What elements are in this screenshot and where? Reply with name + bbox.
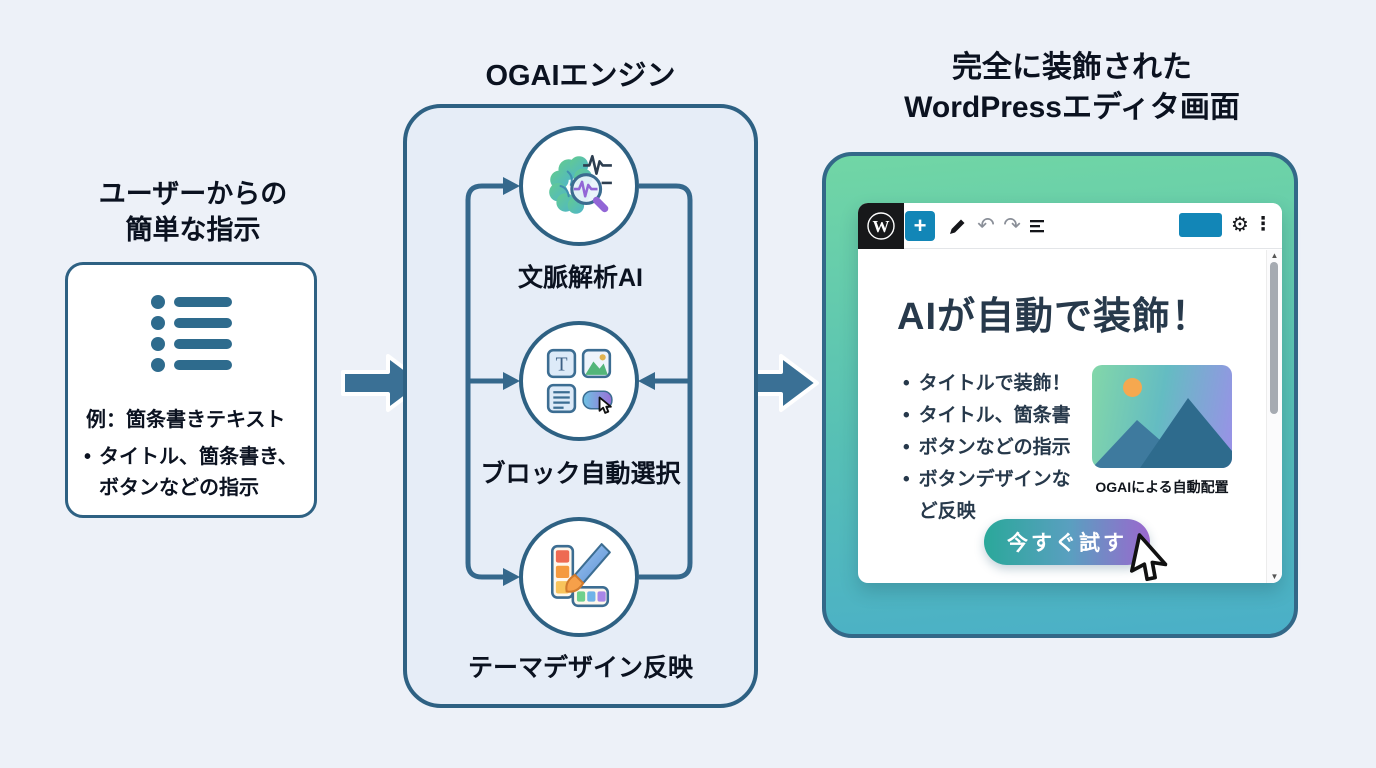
instruction-bullet-text: タイトル、箇条書き、ボタンなどの指示 [99, 446, 298, 499]
step-label-block-selection: ブロック自動選択 [480, 460, 681, 488]
step-circle-context-analysis [519, 126, 639, 246]
editor-bullet-list: • タイトルで装飾！ • タイトル、箇条書 • ボタンなどの指示 • ボタンデザ… [903, 368, 1079, 528]
document-overview-button[interactable] [1026, 215, 1050, 237]
bullet-dot: • [903, 469, 910, 490]
editor-bullet-item: • タイトルで装飾！ [903, 368, 1079, 400]
step-circle-block-selection: T [519, 321, 639, 441]
step-label-theme-design: テーマデザイン反映 [467, 654, 693, 682]
user-input-title-line1: ユーザーからの [98, 179, 288, 209]
bulleted-list-icon [151, 295, 232, 372]
scroll-up-button[interactable]: ▲ [1268, 250, 1281, 260]
options-menu-button[interactable]: ⋮ [1253, 210, 1273, 238]
gear-icon: ⚙ [1231, 213, 1249, 236]
wordpress-logo: W [858, 203, 904, 249]
result-title-line2: WordPressエディタ画面 [904, 91, 1240, 124]
undo-button[interactable]: ↶ [973, 211, 999, 239]
settings-button[interactable]: ⚙ [1228, 210, 1252, 238]
cta-button[interactable]: 今すぐ試す [984, 519, 1150, 565]
mountains-icon [1092, 398, 1232, 468]
bullet-dot: • [903, 405, 910, 426]
svg-text:W: W [873, 217, 890, 236]
plus-icon: + [913, 213, 927, 238]
image-caption: OGAIによる自動配置 [1095, 479, 1229, 495]
scrollbar-thumb[interactable] [1270, 262, 1278, 414]
editor-bullet-item: • タイトル、箇条書 [903, 400, 1079, 432]
document-overview-icon [1030, 220, 1044, 233]
bullet-dot: • [84, 446, 92, 468]
result-title-line1: 完全に装飾された [952, 51, 1192, 84]
sun-icon [1123, 378, 1142, 397]
svg-text:T: T [556, 355, 568, 376]
editor-heading: AIが自動で装飾！ [897, 296, 1211, 338]
brain-analysis-icon [549, 154, 612, 214]
result-title: 完全に装飾された WordPressエディタ画面 [812, 48, 1332, 128]
step-label-context-analysis: 文脈解析AI [517, 264, 643, 292]
editor-bullet-item: • ボタンなどの指示 [903, 432, 1079, 464]
engine-title: OGAIエンジン [485, 60, 676, 92]
wordpress-logo-icon: W [867, 212, 895, 240]
theme-palette-icon [550, 543, 611, 608]
bullet-dot: • [903, 373, 910, 394]
user-input-title: ユーザーからの 簡単な指示 [38, 176, 348, 248]
publish-button[interactable] [1179, 213, 1222, 237]
cursor-icon [1130, 533, 1168, 582]
user-input-title-line2: 簡単な指示 [125, 215, 261, 245]
kebab-icon: ⋮ [1253, 213, 1273, 235]
example-label: 例：箇条書きテキスト [86, 409, 286, 431]
decorated-image-block [1092, 365, 1232, 468]
engine-connector-lines [465, 177, 693, 586]
edit-button[interactable] [945, 214, 969, 238]
pencil-icon [949, 219, 964, 234]
scroll-down-icon: ▼ [1270, 571, 1279, 581]
redo-icon: ↷ [1003, 213, 1021, 237]
undo-icon: ↶ [977, 213, 995, 237]
bullet-dot: • [903, 437, 910, 458]
editor-bullet-item: • ボタンデザインなど反映 [903, 464, 1079, 528]
redo-button[interactable]: ↷ [999, 211, 1025, 239]
scroll-down-button[interactable]: ▼ [1268, 571, 1281, 581]
step-circle-theme-design [519, 517, 639, 637]
block-inserter-button[interactable]: + [905, 211, 935, 241]
blocks-icon: T [546, 348, 613, 414]
scroll-up-icon: ▲ [1270, 250, 1279, 260]
instruction-bullet-item: • タイトル、箇条書き、ボタンなどの指示 [84, 442, 316, 504]
